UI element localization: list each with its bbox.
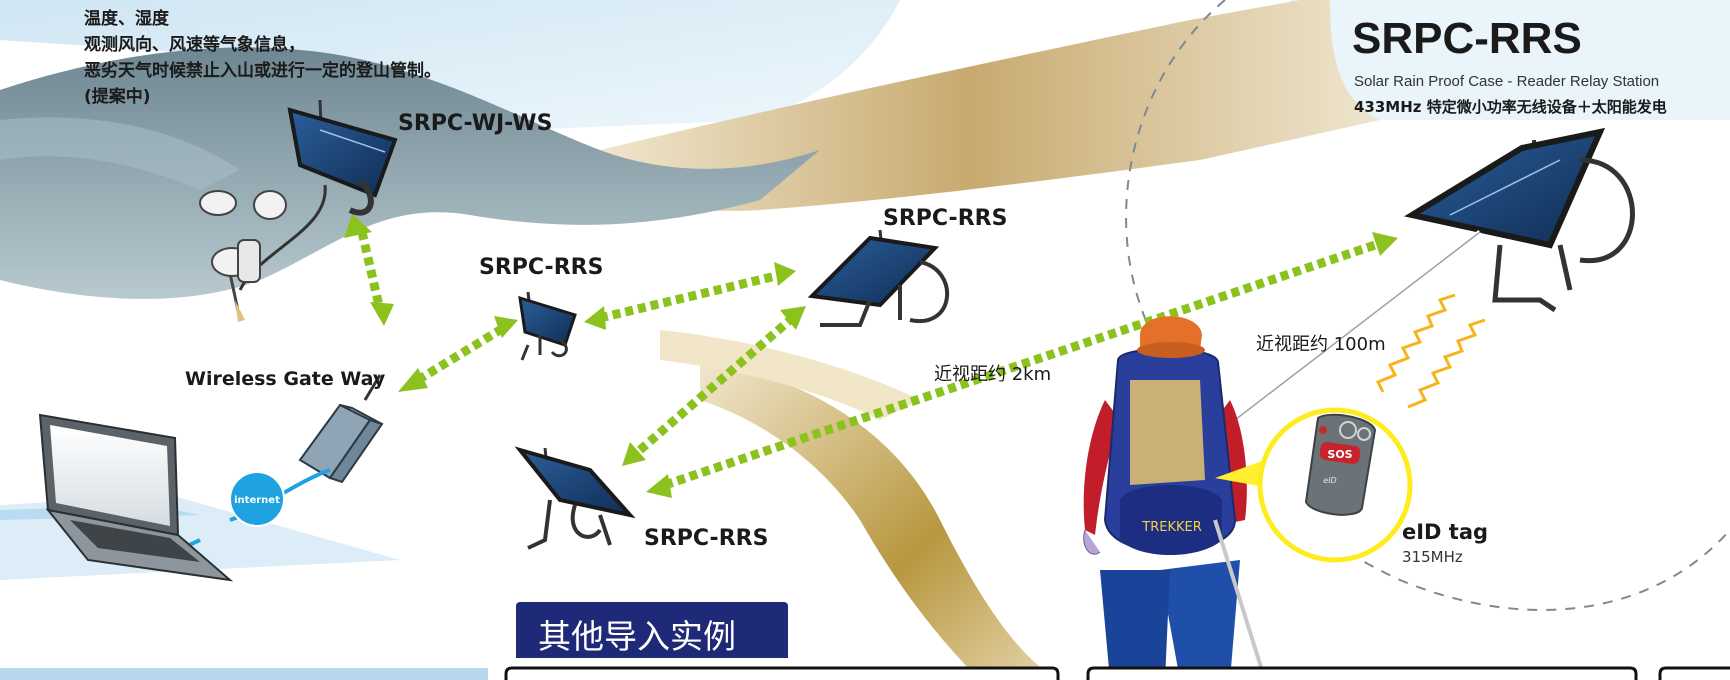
info-line: 温度、湿度	[84, 9, 169, 29]
link-relay1-relay2	[598, 270, 782, 323]
internet-badge: internet	[229, 471, 285, 527]
info-line: (提案中)	[84, 87, 151, 107]
main-subtitle: Solar Rain Proof Case - Reader Relay Sta…	[1354, 73, 1660, 90]
gateway-label: Wireless Gate Way	[185, 368, 386, 390]
mountain	[0, 47, 820, 299]
distance-label-2km: 近视距约 2km	[934, 364, 1052, 385]
trail-lower-highlight	[660, 330, 920, 420]
eid-tag-frequency: 315MHz	[1402, 548, 1463, 566]
relay-station-bottom	[514, 446, 636, 550]
relay-station-main	[1404, 127, 1635, 313]
link-relay2-relay3	[637, 316, 793, 454]
main-title: SRPC-RRS	[1352, 14, 1582, 63]
relay-label-center-top: SRPC-RRS	[883, 206, 1008, 231]
relay-station-center-top	[807, 229, 950, 327]
short-range-link	[1204, 231, 1481, 444]
eid-tag-name: eID tag	[1402, 520, 1489, 544]
distance-label-100m: 近视距约 100m	[1256, 334, 1386, 355]
photo-panel-edge	[0, 668, 488, 680]
weather-station-info: 温度、湿度 观测风向、风速等气象信息， 恶劣天气时候禁止入山或进行一定的登山管制…	[84, 6, 441, 110]
arrowhead	[344, 214, 372, 238]
weather-station-label: SRPC-WJ-WS	[398, 111, 553, 136]
relay-label-center-left: SRPC-RRS	[479, 255, 604, 280]
eid-brand: eID	[1323, 476, 1336, 485]
example-panel-3	[1658, 666, 1730, 680]
sos-label: SOS	[1327, 448, 1352, 461]
hiker: TREKKER	[1083, 316, 1267, 680]
laptop	[38, 413, 234, 582]
sky-right	[1290, 0, 1730, 120]
link-relay3-main	[663, 240, 1377, 490]
weather-station	[199, 99, 398, 322]
example-panel-1	[504, 666, 1060, 680]
section-banner-title: 其他导入实例	[538, 617, 736, 656]
backpack-label: TREKKER	[1141, 520, 1201, 535]
info-line: 观测风向、风速等气象信息，	[84, 35, 305, 55]
gateway-device	[298, 374, 384, 484]
relay-label-bottom: SRPC-RRS	[644, 526, 769, 551]
sky-left	[0, 0, 900, 130]
eid-tag-device: SOS eID	[1304, 413, 1377, 516]
internet-label: internet	[234, 495, 280, 506]
link-ws-gateway	[357, 230, 385, 312]
relay-station-center-left	[518, 291, 577, 361]
info-line: 恶劣天气时候禁止入山或进行一定的登山管制。	[84, 61, 441, 81]
main-subtitle-spec: 433MHz 特定微小功率无线设备＋太阳能发电	[1354, 98, 1667, 116]
trail-band	[560, 0, 1380, 211]
section-banner: 其他导入实例	[516, 602, 788, 658]
link-gateway-relay1	[415, 326, 503, 384]
example-panel-2	[1086, 666, 1638, 680]
radio-waves	[1375, 293, 1486, 409]
